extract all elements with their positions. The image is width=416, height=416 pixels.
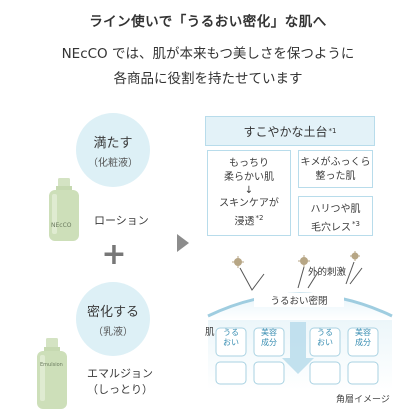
stratum-corneum-cells: [208, 320, 392, 390]
subtitle-line-2: 各商品に役割を持たせています: [113, 71, 303, 87]
card1-line-1: もっちり: [229, 158, 269, 169]
lotion-bottle-brand: NEcCO: [51, 222, 72, 229]
skin-barrier-diagram: [207, 251, 393, 390]
subtitle-line-1: NEcCO では、肌が本来もつ美しさを保つように: [61, 46, 355, 62]
cell-label-beauty-ingredient: 美容 成分: [261, 328, 277, 347]
cell-label-beauty-ingredient-2: 美容 成分: [355, 328, 371, 347]
result-card-firmness: ハリつや肌 毛穴レス*3: [298, 196, 373, 236]
step1-circle: 満たす （化粧液）: [76, 113, 150, 187]
result-header-note: *1: [328, 127, 337, 135]
down-arrow-icon: ↓: [244, 185, 254, 196]
cell-label-moisture: うる おい: [223, 328, 239, 347]
arrow-right-icon: [177, 234, 189, 252]
result-header-text: すこやかな土台: [243, 124, 328, 139]
step2-subtitle: （乳液）: [93, 326, 133, 338]
emulsion-label-line-2: （しっとり）: [87, 383, 153, 396]
skin-label: 肌: [205, 327, 215, 338]
lotion-label: ローション: [94, 214, 149, 227]
card1-line-4: 浸透*2: [234, 214, 264, 228]
result-card-soft-skin: もっちり 柔らかい肌 ↓ スキンケアが 浸透*2: [207, 150, 291, 236]
emulsion-label-line-1: エマルジョン: [87, 367, 153, 380]
emulsion-label: エマルジョン （しっとり）: [80, 366, 160, 398]
card2-line-2: 整った肌: [315, 171, 356, 182]
page-title: ライン使いで「うるおい密化」な肌へ: [89, 14, 327, 30]
step2-circle: 密化する （乳液）: [76, 282, 150, 356]
emulsion-bottle-brand: Emulsion: [40, 362, 63, 368]
step1-subtitle: （化粧液）: [88, 157, 138, 169]
card1-line-2: 柔らかい肌: [224, 172, 274, 183]
plus-sign: +: [101, 237, 127, 272]
stress-label: 外的刺激: [308, 267, 347, 278]
deflect-arrows: [239, 261, 363, 291]
result-card-texture: キメがふっくら 整った肌: [298, 150, 373, 188]
card1-note: *2: [255, 214, 264, 222]
barrier-label: うるおい密閉: [254, 293, 344, 307]
card2-line-1: キメがふっくら: [300, 157, 371, 168]
result-header: すこやかな土台*1: [205, 116, 375, 146]
emulsion-bottle-image: [37, 338, 67, 409]
penetration-arrow-icon: [282, 322, 314, 374]
card3-note: *3: [352, 220, 360, 228]
card3-line-1: ハリつや肌: [310, 204, 361, 215]
card3-line-2: 毛穴レス*3: [311, 220, 360, 234]
card1-line-3: スキンケアが: [219, 198, 279, 209]
diagram-caption: 角層イメージ: [336, 395, 390, 405]
step2-title: 密化する: [86, 304, 139, 320]
cell-label-moisture-2: うる おい: [317, 328, 333, 347]
page-subtitle: NEcCO では、肌が本来もつ美しさを保つように 各商品に役割を持たせています: [0, 42, 416, 92]
step1-title: 満たす: [93, 135, 133, 151]
lotion-bottle-image: [49, 178, 79, 241]
